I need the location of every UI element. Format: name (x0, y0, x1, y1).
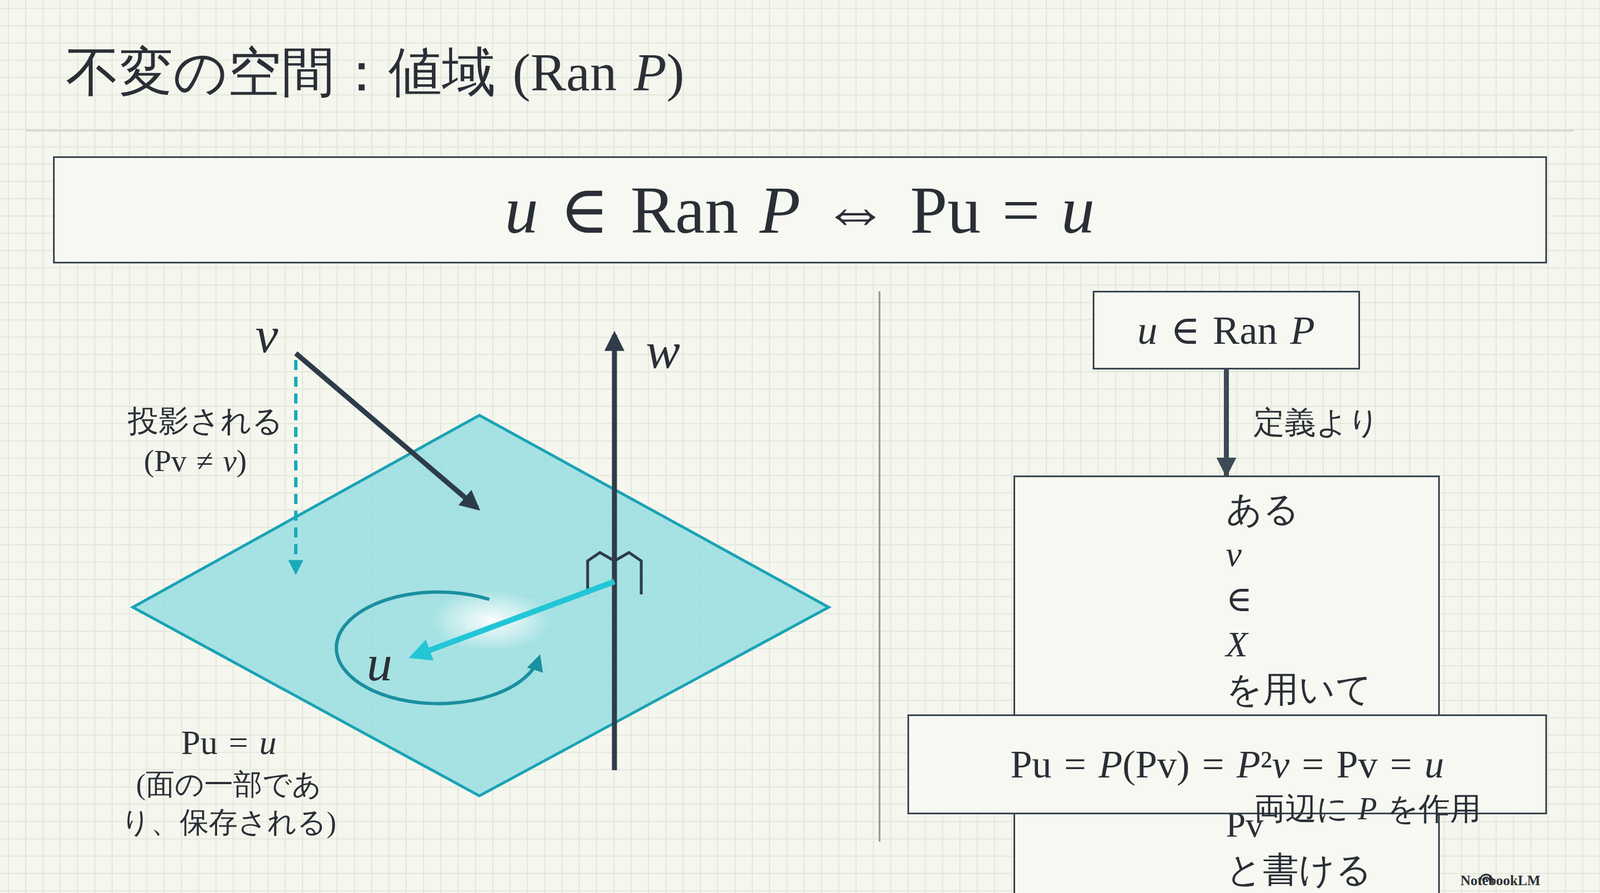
flow-arrow (1223, 369, 1229, 476)
u-arrow (412, 581, 615, 657)
watermark: NotebookLM (1460, 871, 1541, 891)
annotation: 投影される (Pv ≠ v) (127, 401, 263, 482)
node-text: ある v ∈ X を用いて u = Pv と書ける (1226, 486, 1228, 892)
vector-label: w (645, 316, 680, 385)
title-rule (26, 130, 1574, 132)
annotation: Pu = u (181, 719, 277, 766)
formula-box: u ∈ Ran P ⇔ Pu = u (53, 156, 1547, 264)
vector-label: u (366, 629, 393, 698)
v-arrow (295, 353, 478, 508)
process-box: u ∈ Ran P (1092, 290, 1361, 370)
edge-label: 両辺に P を作用 (1253, 789, 1482, 828)
annotation: (面の一部であり、保存される) (120, 765, 338, 842)
divider (878, 291, 881, 842)
node-text: u ∈ Ran P (1137, 304, 1315, 356)
node-text: Pu = P(Pv) = P²v = Pv = u (1010, 740, 1444, 790)
edge-label: 定義より (1253, 403, 1380, 441)
w-axis (612, 334, 618, 771)
text-group: u ∈ Ran P ⇔ Pu = u (505, 167, 1095, 253)
plane (132, 415, 829, 796)
node-text: u ∈ Ran P ⇔ Pu = u (505, 167, 1095, 253)
vector-label: v (255, 301, 279, 369)
text-group: Pu = P(Pv) = P²v = Pv = u (1010, 740, 1444, 790)
text-group: u ∈ Ran P (1137, 304, 1315, 356)
process-box: ある v ∈ X を用いて u = Pv と書ける (1013, 475, 1440, 893)
title: 不変の空間：値域 (Ran P) (65, 40, 685, 105)
text-group: ある v ∈ X を用いて u = Pv と書ける (1226, 486, 1228, 892)
projection-dash (294, 359, 298, 573)
